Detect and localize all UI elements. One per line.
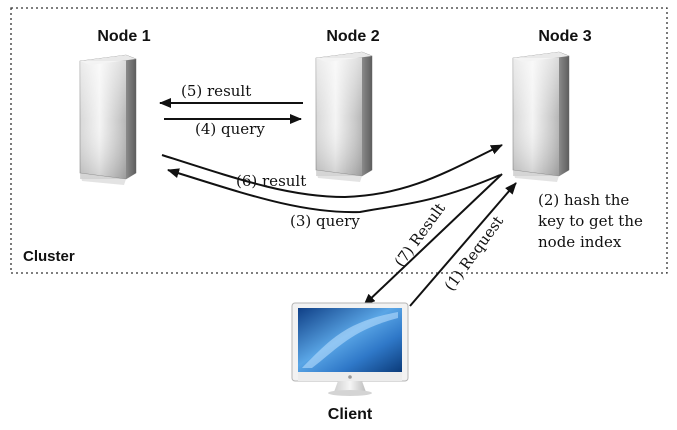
arrow-result-7	[363, 173, 503, 306]
arrow-query-3	[161, 144, 503, 199]
label-result-6: (6) result	[236, 172, 306, 190]
arrow-request-1	[409, 182, 517, 307]
label-request-1: (1) Request	[441, 213, 507, 295]
arrow-result-6	[167, 168, 501, 214]
server-tower-icon	[512, 51, 570, 183]
cluster-label: Cluster	[23, 248, 75, 265]
label-result-7: (7) Result	[391, 200, 449, 271]
label-hash-line-3: node index	[538, 233, 622, 251]
client-label: Client	[328, 406, 373, 423]
server-tower-icon	[315, 51, 373, 183]
node-1-title: Node 1	[97, 28, 150, 45]
label-query-3: (3) query	[290, 212, 360, 230]
label-result-5: (5) result	[181, 82, 251, 100]
node-3-title: Node 3	[538, 28, 591, 45]
label-hash-line-1: (2) hash the	[538, 191, 629, 209]
desktop-computer-icon	[291, 302, 409, 396]
label-hash-line-2: key to get the	[538, 212, 643, 230]
label-query-4: (4) query	[195, 120, 265, 138]
server-tower-icon	[79, 54, 137, 186]
node-2-title: Node 2	[326, 28, 379, 45]
